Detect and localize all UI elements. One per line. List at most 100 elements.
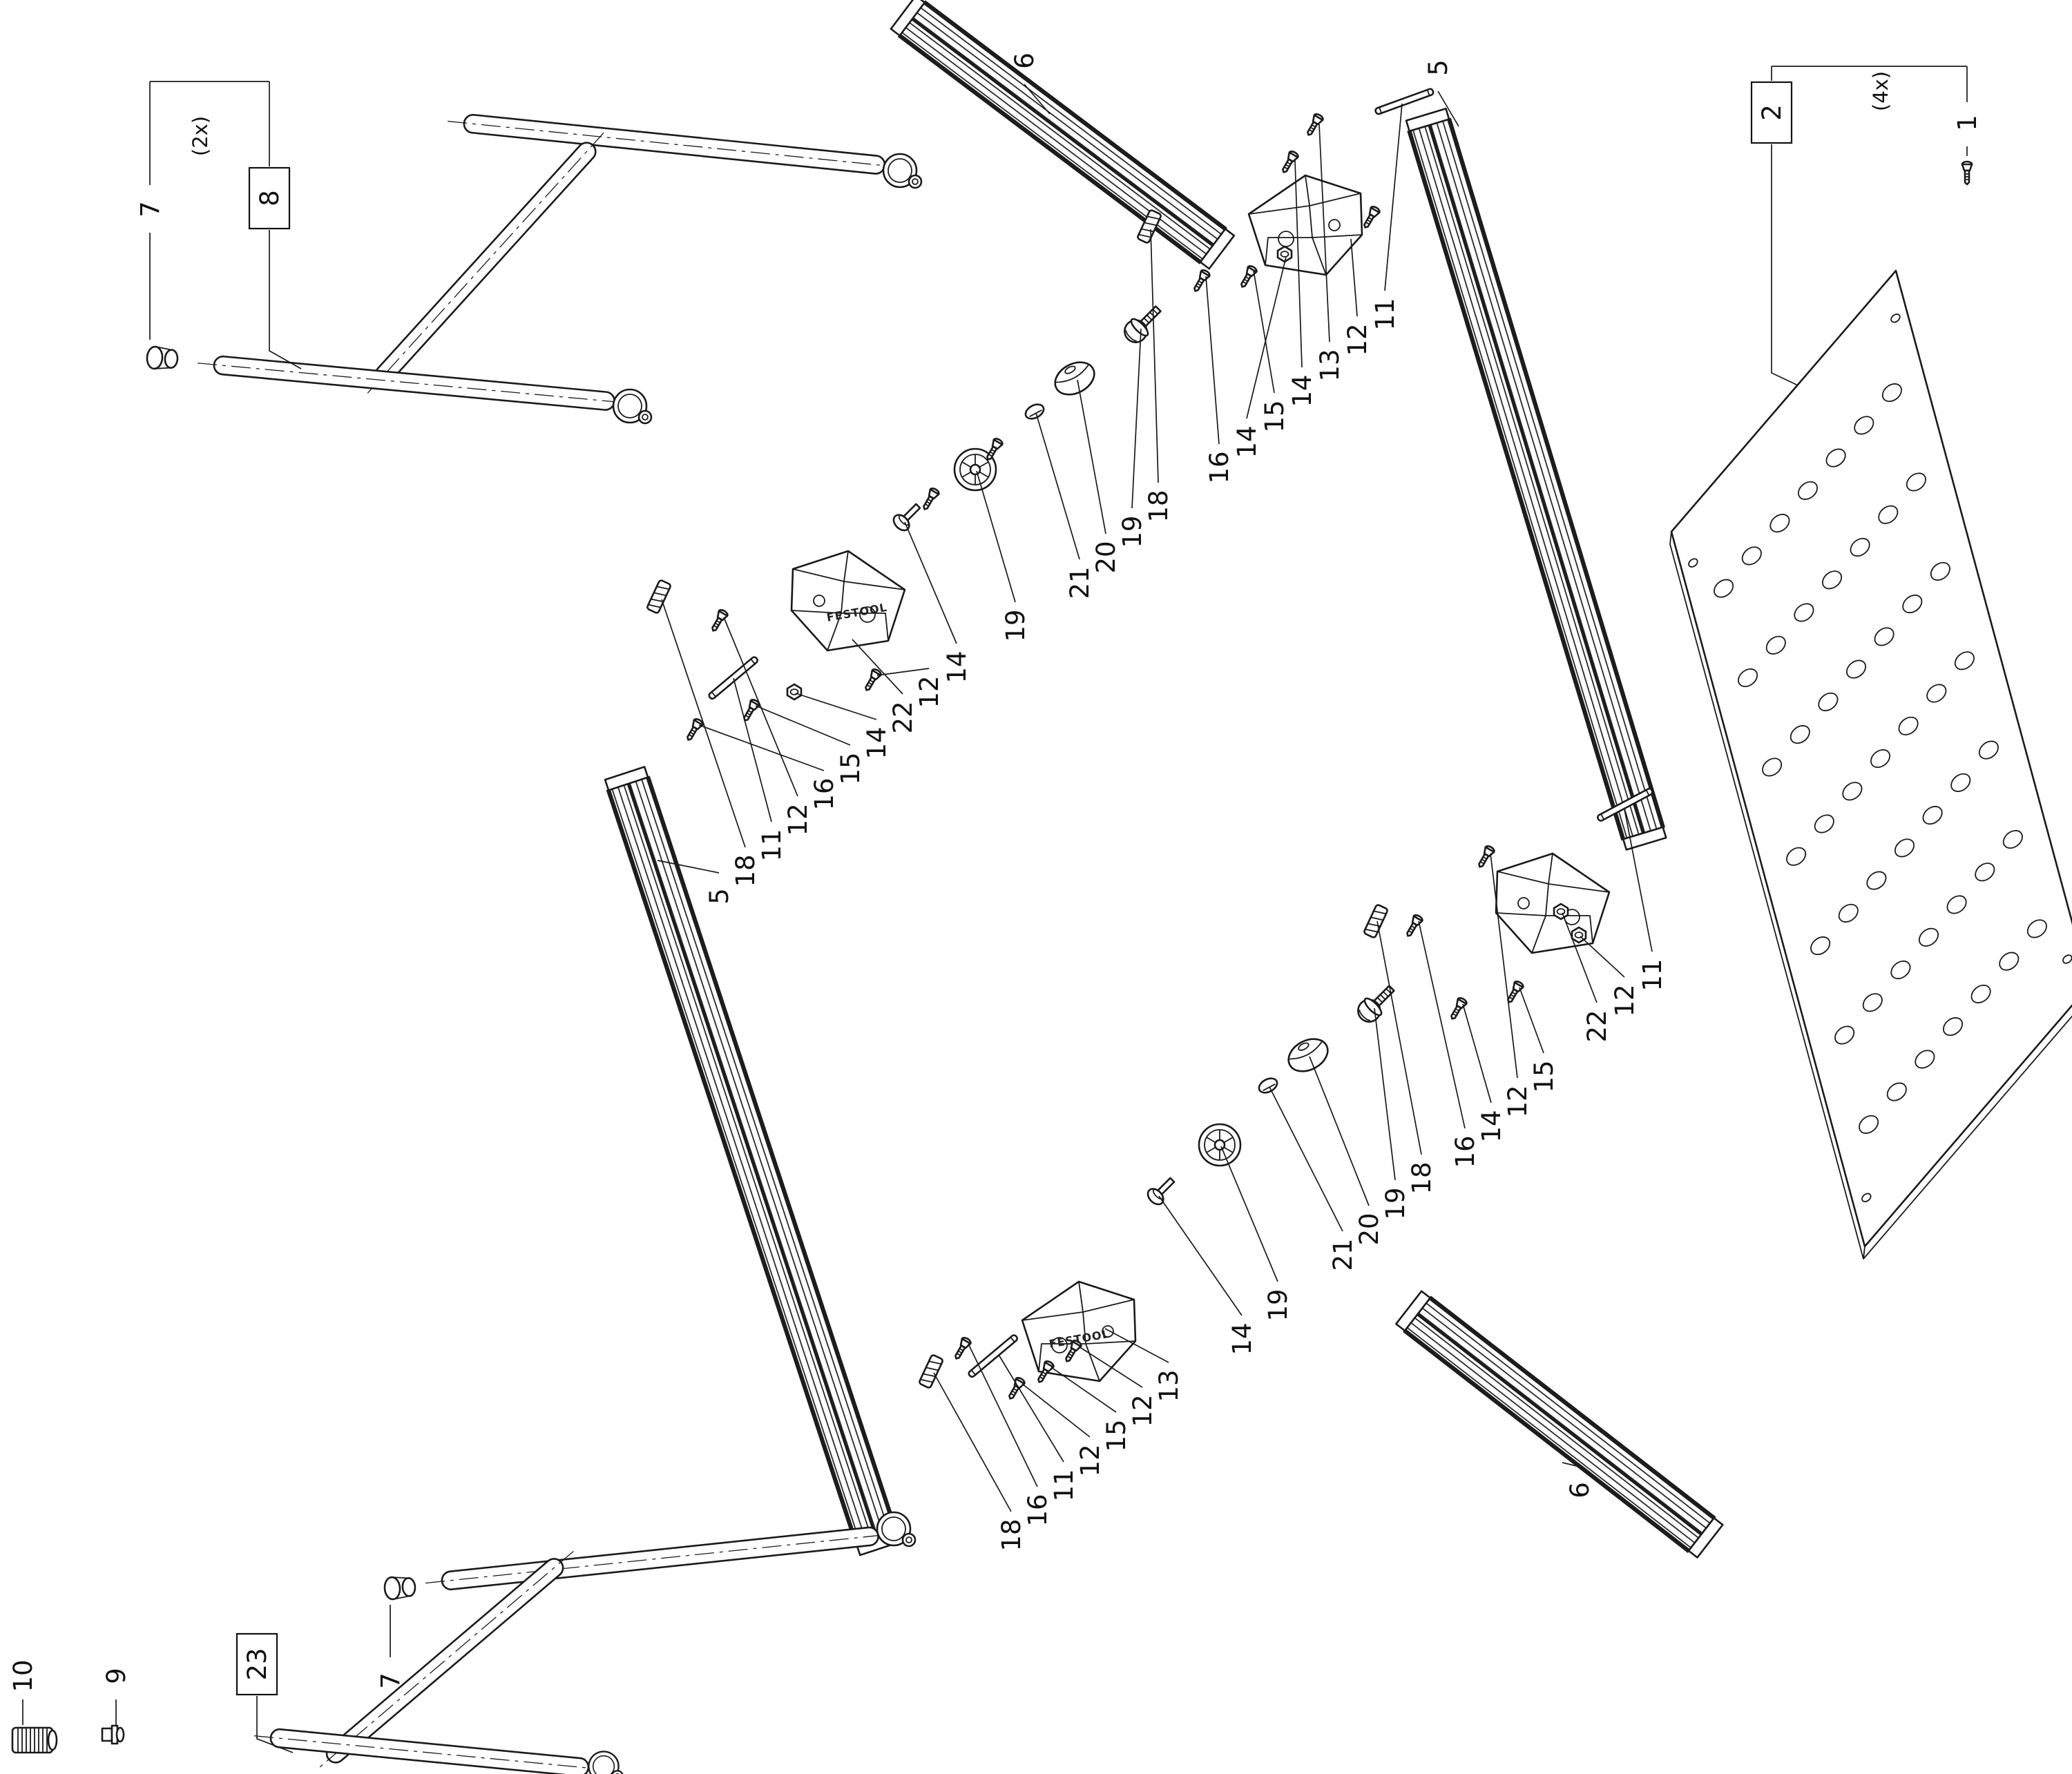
plate-hole [1874,627,1894,646]
svg-text:13: 13 [1154,1369,1184,1402]
leader-line [1158,1195,1243,1316]
svg-text:19: 19 [1117,515,1147,548]
corner-bracket [1247,174,1363,276]
part-number: 21 [1065,566,1095,599]
part-number: 15 [1260,400,1289,432]
boxed-part-number: 2 [1750,81,1793,144]
plate-corner-hole [1890,314,1901,323]
leader-line [904,521,957,644]
plate-hole [1862,993,1883,1012]
leader-line [1077,379,1106,534]
part-number: 18 [1144,490,1173,522]
perforated-top-plate [1669,269,2072,1260]
svg-text:(4x): (4x) [1869,71,1892,111]
svg-text:18: 18 [1407,1161,1437,1194]
leader-line [852,639,903,695]
svg-text:9: 9 [102,1668,131,1684]
washer-disc [1256,1074,1280,1097]
part-number: 7 [376,1672,405,1689]
svg-text:6: 6 [1565,1482,1595,1498]
plate-hole [1915,1050,1935,1069]
svg-text:15: 15 [1529,1060,1559,1092]
knurled-foot-knob [11,1726,58,1754]
part-number: 12 [1610,984,1640,1016]
plate-hole [1842,782,1863,801]
plate-hole [1898,716,1919,735]
plate-hole [1834,1025,1855,1045]
corner-bracket [1495,852,1611,954]
connector-line [269,230,302,369]
plate-hole [1942,1017,1964,1037]
plate-hole [1954,651,1975,671]
leader-line [976,470,1016,603]
plate-hole [1821,570,1843,590]
part-number: 18 [731,854,760,887]
part-number: 5 [1423,59,1453,76]
cap-nut [101,1724,125,1745]
rail-extrusion-6-top [890,0,1236,270]
screw [683,717,705,744]
screw [919,486,941,513]
svg-text:22: 22 [888,701,918,733]
svg-text:6: 6 [1010,52,1039,69]
leader-line [1384,103,1403,291]
svg-text:15: 15 [1102,1419,1131,1452]
part-number: 14 [862,726,892,759]
boxed-part-number: 23 [236,1632,278,1696]
connector-line [1771,144,1798,386]
leader-line [1624,809,1653,952]
leg-foot-cap [588,1751,624,1774]
leader-line [1021,1383,1091,1438]
svg-text:11: 11 [1370,298,1400,330]
svg-text:10: 10 [8,1659,38,1692]
plate-hole [1878,505,1899,524]
svg-text:7: 7 [376,1672,405,1689]
svg-text:8: 8 [255,190,285,206]
corner-bracket [1021,1280,1137,1382]
plate-hole [1930,561,1950,581]
leg-assembly-top-left [145,114,923,425]
plate-hole [1818,692,1839,711]
plate-corner-hole [1861,1193,1872,1203]
hex-nut [786,683,803,701]
connector-line [256,1696,294,1753]
leader-line [1374,1007,1396,1181]
leader-line [1024,84,1051,115]
leg-tube [198,355,631,411]
leg-tube-brace [316,1550,574,1771]
plate-hole [1890,960,1911,980]
rail-extrusion-6-bottom [1395,1290,1724,1559]
part-number: 12 [1128,1394,1158,1427]
leader-line [1150,229,1159,483]
svg-text:18: 18 [997,1518,1026,1551]
part-number: 18 [1407,1161,1437,1194]
plate-hole [1870,749,1891,769]
plate-hole [1838,903,1859,923]
leader-line [1051,1367,1117,1413]
part-number: 9 [102,1668,131,1684]
corner-clamp-cluster-top [890,87,1435,534]
plate-hole [1918,927,1939,947]
screw [1360,204,1382,231]
leg-foot-cap [612,388,653,425]
plate-hole [1859,1115,1879,1134]
plate-hole [2002,829,2023,849]
screw [983,436,1005,463]
leader-line [1519,987,1544,1054]
plate-hole [1894,838,1915,858]
screw [951,1336,973,1362]
plate-hole [1741,546,1762,566]
screw [740,697,762,724]
small-knob [1144,1173,1180,1208]
leader-line [1205,276,1220,445]
plate-hole [1810,936,1831,956]
plate-fixing-screw [1961,160,1973,186]
svg-text:20: 20 [1091,541,1121,573]
dowel-pin [1374,87,1435,116]
leader-line [1035,412,1080,560]
corner-bracket [790,550,906,652]
leg-assembly-bottom-left [11,1511,917,1774]
svg-text:14: 14 [1232,425,1262,458]
leader-line [1309,1056,1370,1206]
leader-line [1253,270,1275,394]
